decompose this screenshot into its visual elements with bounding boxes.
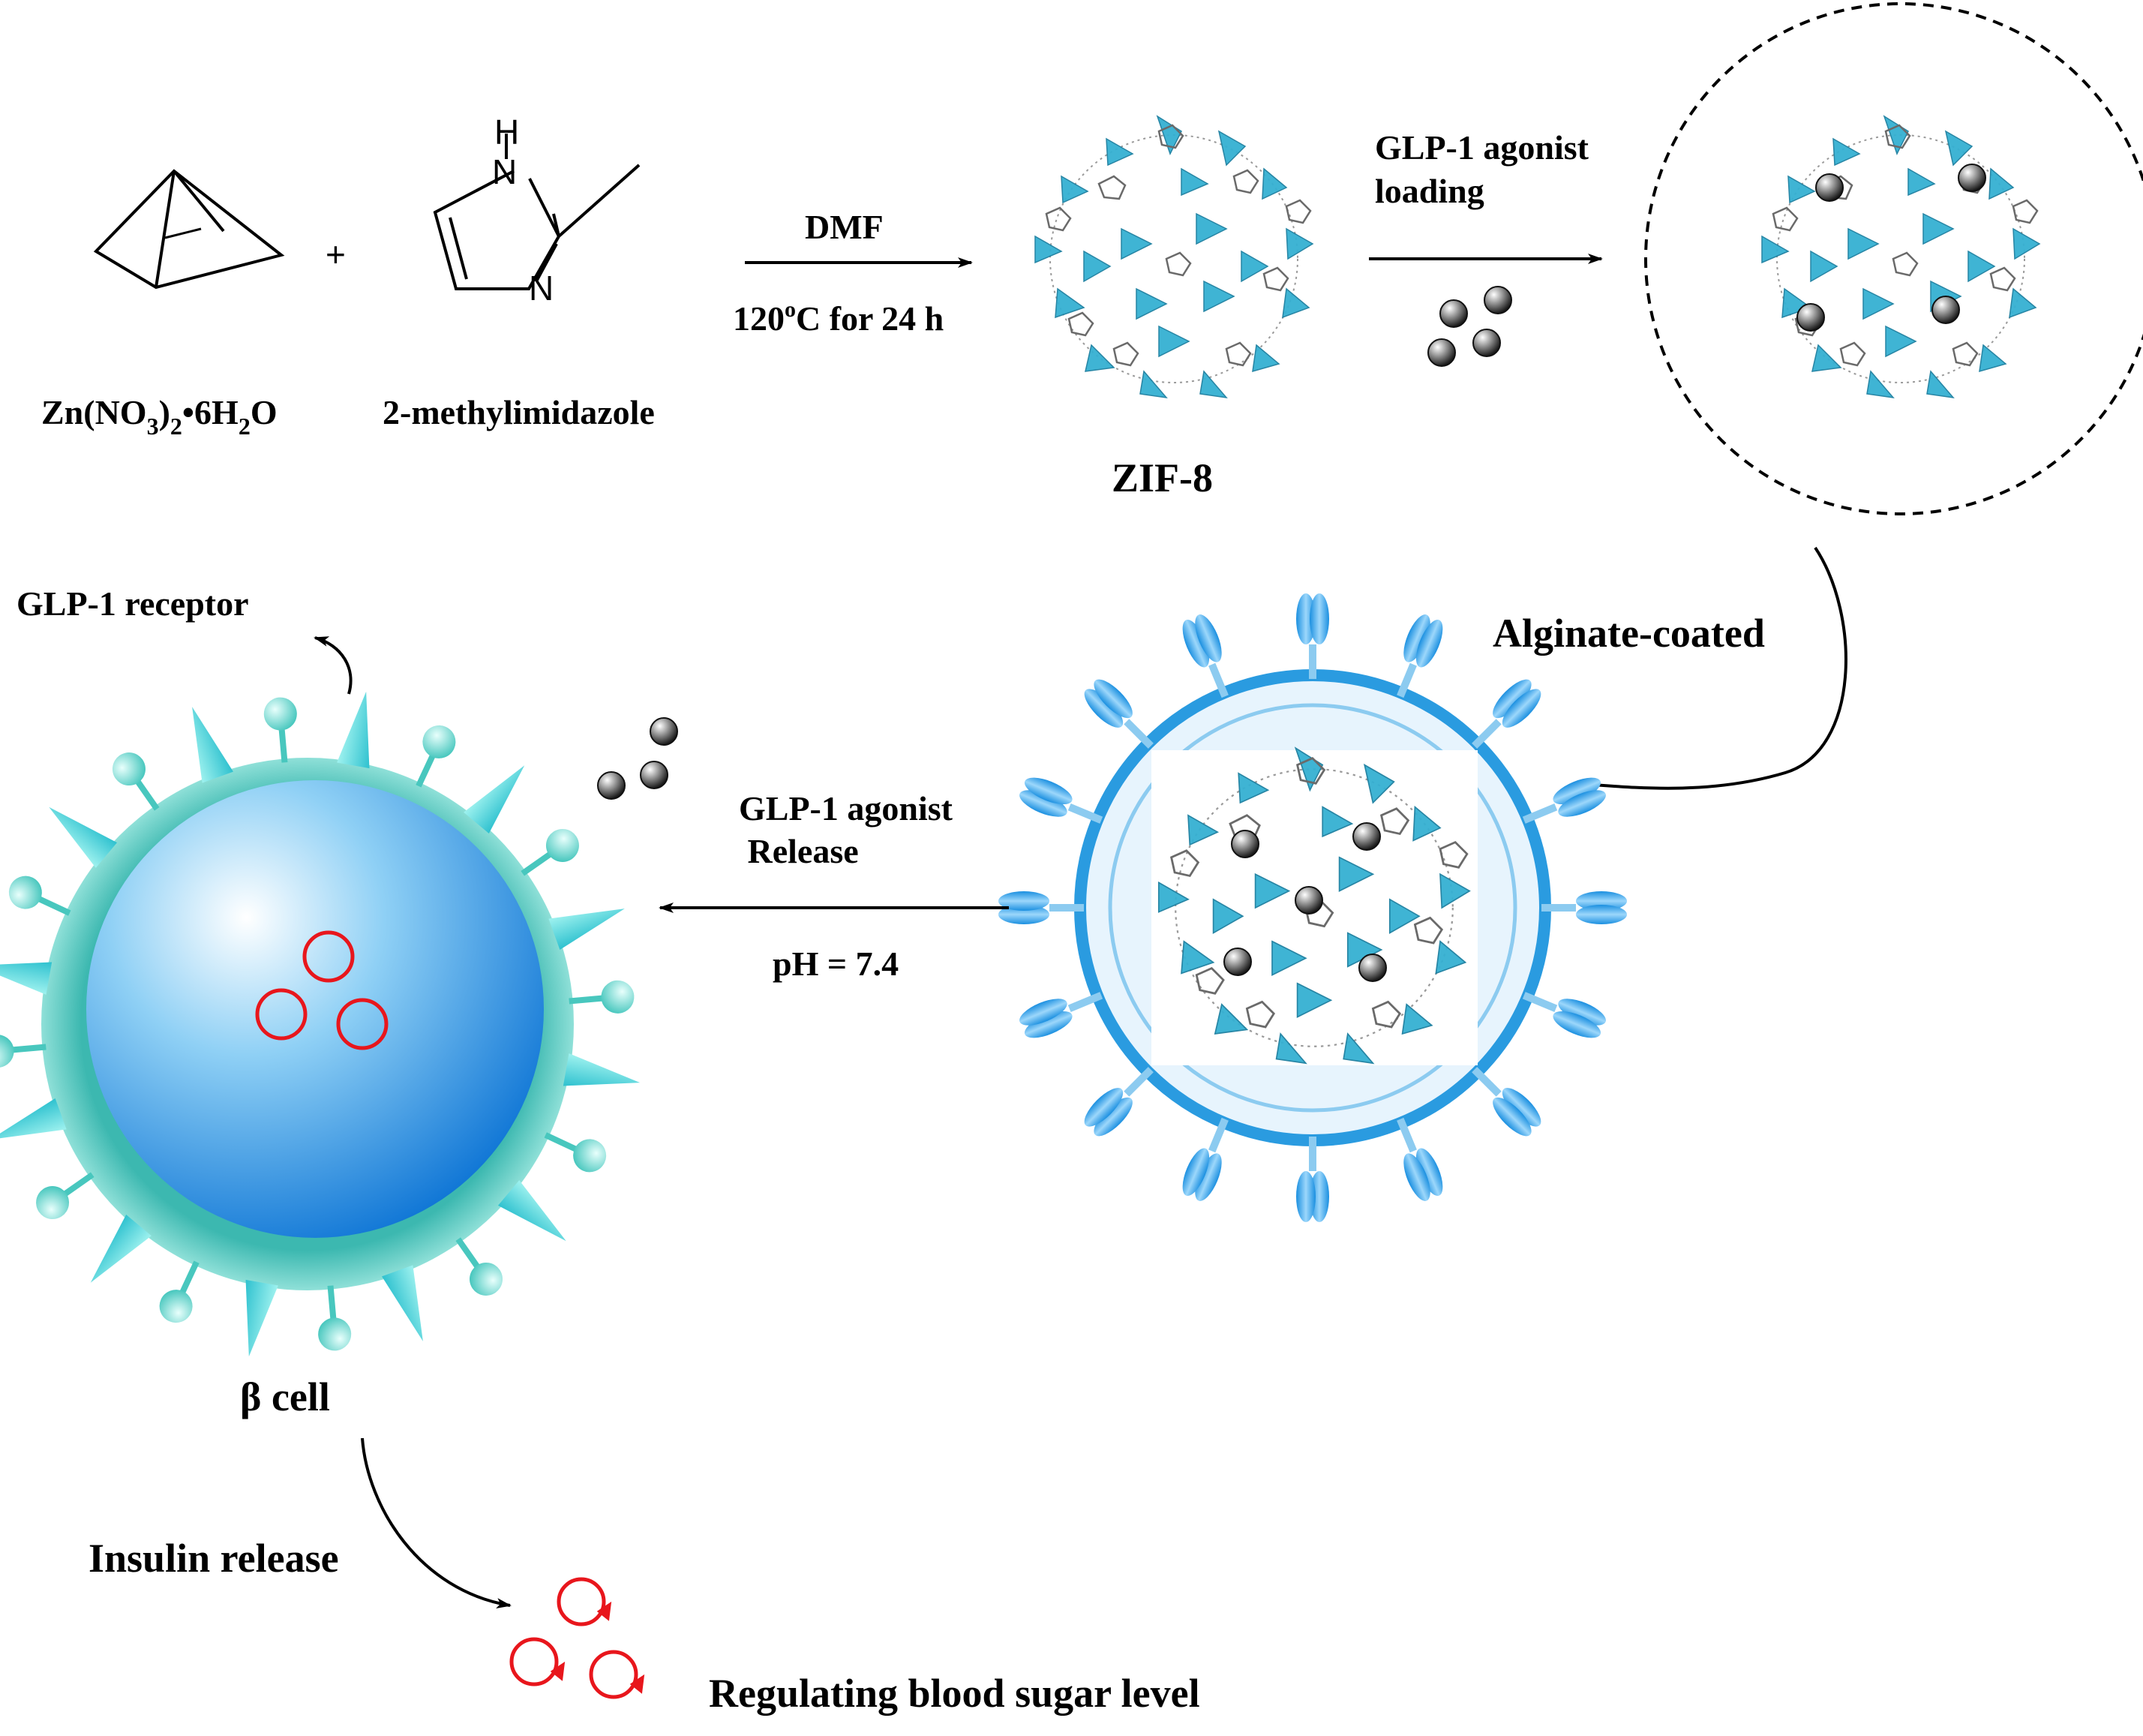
loaded-zif8-framework — [1760, 115, 2041, 399]
step1-condition-label: 120oC for 24 h — [733, 297, 944, 338]
step2-label-line2: loading — [1375, 172, 1484, 210]
ligand-label: 2-methylimidazole — [383, 393, 655, 431]
loaded-zif8-boundary — [1644, 2, 2143, 515]
zinc-salt-label: Zn(NO3)2•6H2O — [41, 393, 278, 440]
imidazole-structure — [433, 134, 641, 290]
step3-curved-arrow — [1581, 546, 1847, 791]
alginate-coated-particle — [998, 593, 1627, 1222]
imidazole-atom-n1: N — [492, 152, 517, 191]
step2-label-line1: GLP-1 agonist — [1375, 128, 1589, 167]
beta-cell — [0, 691, 641, 1357]
insulin-release-arrow — [361, 1437, 512, 1608]
insulin-granules — [255, 930, 389, 1050]
step4-label-line1: GLP-1 agonist — [739, 789, 953, 827]
released-insulin-icons — [509, 1577, 645, 1699]
beta-cell-label: β cell — [240, 1374, 330, 1419]
zinc-salt-structure — [93, 169, 285, 290]
regulation-label: Regulating blood sugar level — [709, 1671, 1200, 1716]
zif8-framework — [1034, 115, 1314, 399]
agonist-particles — [1427, 286, 1512, 367]
released-agonist-particles — [597, 717, 678, 800]
insulin-release-label: Insulin release — [89, 1536, 339, 1581]
imidazole-atom-h: H — [494, 113, 519, 152]
step1-solvent-label: DMF — [805, 208, 884, 246]
imidazole-atom-n2: N — [529, 269, 554, 308]
step3-label: Alginate-coated — [1493, 611, 1765, 656]
receptor-label: GLP-1 receptor — [17, 584, 249, 623]
plus-sign: + — [326, 235, 346, 274]
zif8-label: ZIF-8 — [1112, 455, 1213, 500]
step4-label-line2: Release — [739, 832, 859, 870]
receptor-pointer-arrow — [314, 636, 353, 695]
step4-ph-label: pH = 7.4 — [773, 945, 899, 983]
